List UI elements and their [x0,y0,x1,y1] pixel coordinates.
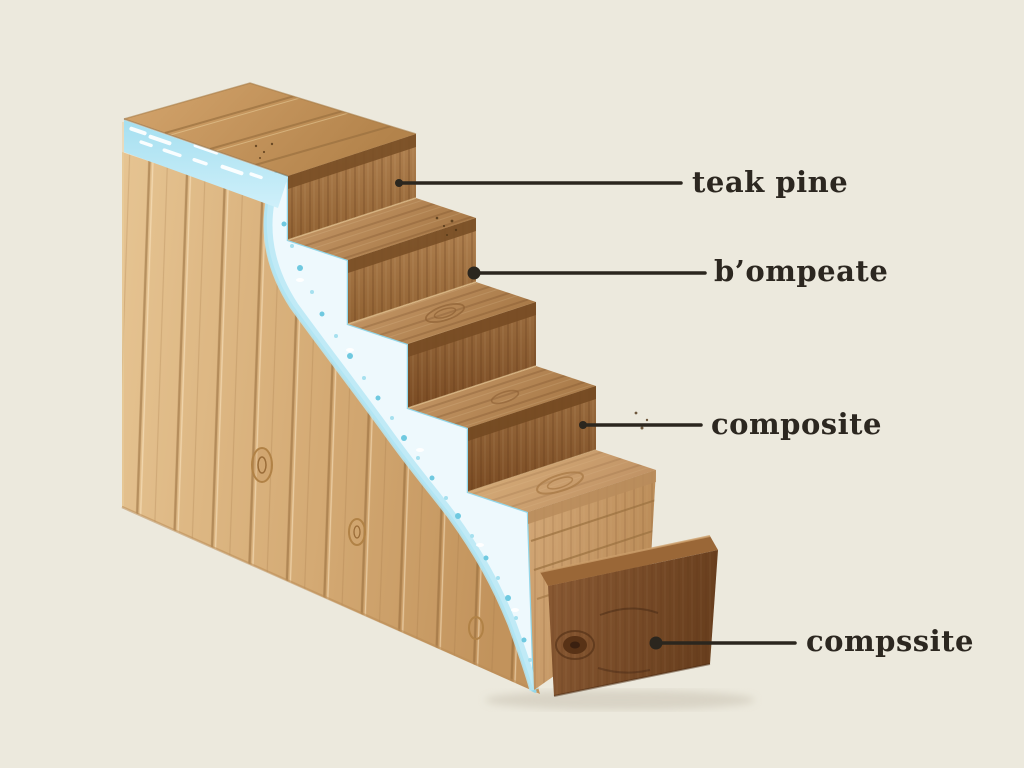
ground-shadow [485,690,755,710]
side-panel [121,122,540,694]
step-3 [407,302,596,428]
speckles [435,216,649,430]
step-4 [467,386,597,493]
wood-knot [251,447,484,640]
water-bubbles [296,278,519,612]
stair-steps [287,134,718,697]
water-speckles-light [290,244,532,662]
landing-specks [254,142,274,159]
callout-label-teak-pine: teak pine [692,164,849,199]
callout-label-bompeate: b’ompeate [714,253,889,288]
callout-label-compssite: compssite [806,623,974,658]
water-diagonal-layer [263,169,539,694]
callout-dot-compssite [649,636,663,650]
callout-lines [395,179,797,650]
callout-dot-teak-pine [395,179,403,187]
dark-base-block [539,535,718,697]
callout-label-composite: composite [711,406,882,441]
callout-dot-composite [579,421,587,429]
dark-block-knot [555,630,595,660]
step-2 [347,218,536,344]
step-1 [287,134,476,260]
callout-dot-bompeate [467,266,481,280]
